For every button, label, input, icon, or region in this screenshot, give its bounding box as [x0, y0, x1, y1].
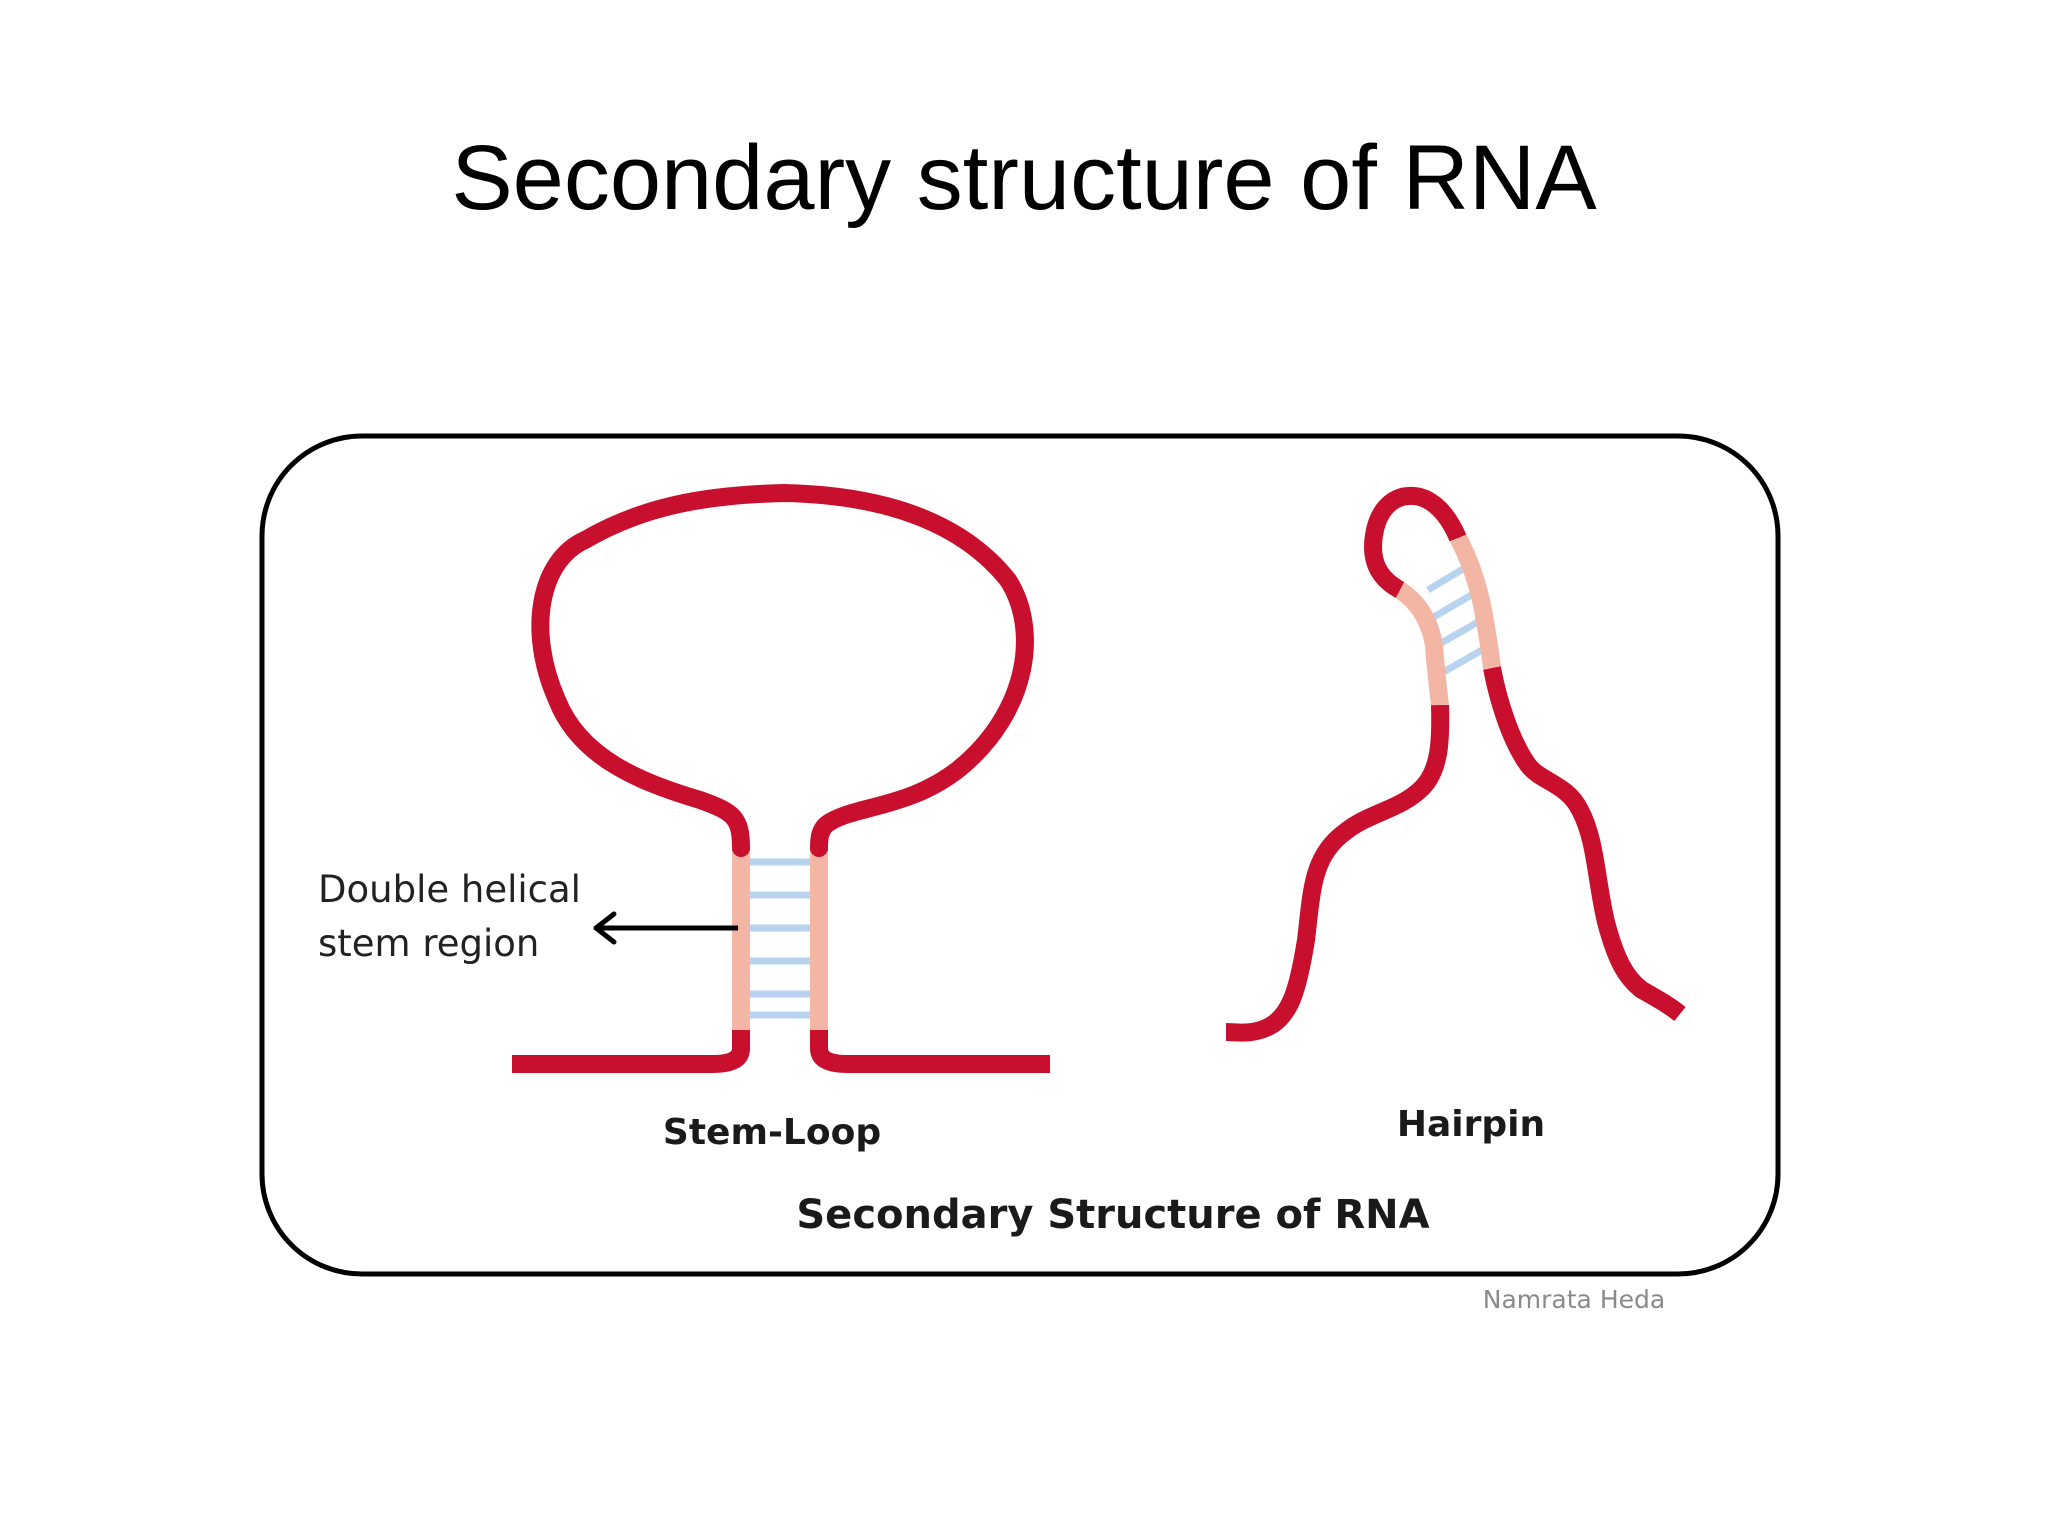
hairpin-paired-strand-right	[1450, 533, 1501, 670]
figure-frame	[259, 433, 1781, 1277]
stem-loop-strand-5prime	[512, 1030, 750, 1073]
arrow-left-icon	[593, 911, 738, 945]
figure-caption: Secondary Structure of RNA	[796, 1192, 1429, 1238]
hairpin-caption: Hairpin	[1397, 1104, 1545, 1145]
hairpin-structure	[1225, 486, 1686, 1042]
hairpin-paired-strand-left	[1394, 582, 1449, 707]
hairpin-strand-5prime	[1225, 704, 1450, 1042]
base-pair	[1430, 590, 1475, 622]
base-pair	[1426, 562, 1470, 594]
hairpin-loop-strand	[1364, 486, 1467, 598]
stem-loop-caption: Stem-Loop	[663, 1112, 881, 1153]
hairpin-strand-3prime	[1483, 666, 1686, 1022]
base-pair	[1438, 646, 1484, 678]
credit-text: Namrata Heda	[1483, 1285, 1665, 1314]
stem-loop-loop-strand	[531, 484, 1034, 857]
stem-loop-base-pairs	[744, 858, 816, 1019]
slide-title: Secondary structure of RNA	[451, 127, 1597, 229]
stem-region-label-line1: Double helical	[318, 868, 581, 911]
hairpin-base-pairs	[1426, 562, 1484, 678]
stem-loop-strand-3prime	[810, 1030, 1050, 1073]
stem-loop-structure	[512, 484, 1050, 1073]
base-pair	[1434, 618, 1480, 650]
stem-loop-paired-strands	[732, 848, 828, 1030]
stem-region-label-line2: stem region	[318, 922, 539, 965]
